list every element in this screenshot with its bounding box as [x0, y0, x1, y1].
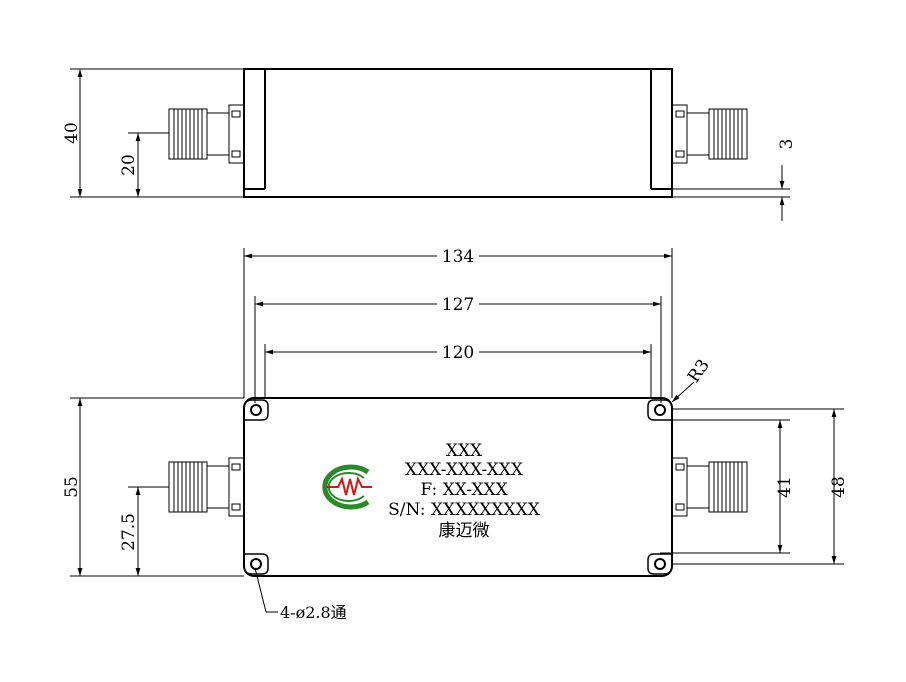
dim-corner-radius-label: R3	[684, 356, 714, 387]
side-view-body	[243, 68, 673, 198]
dim-hole-spacing-short	[660, 419, 790, 554]
dim-height-bottom	[70, 397, 244, 577]
label-line-1: XXX	[446, 441, 483, 461]
mounting-hole-top-left	[243, 399, 269, 421]
dim-height-bottom-label: 55	[62, 476, 82, 498]
dim-flange-thickness	[672, 165, 790, 221]
mounting-hole-top-right	[647, 399, 673, 421]
right-connector-side	[671, 104, 748, 164]
hole-note-label: 4-ø2.8通	[280, 603, 347, 622]
right-connector-plan	[671, 457, 748, 517]
dim-connector-top	[128, 132, 169, 197]
side-view	[70, 68, 790, 221]
dim-connector-bottom	[128, 486, 169, 576]
dim-height-top-label: 40	[62, 122, 82, 144]
mounting-hole-bottom-left	[243, 553, 269, 575]
label-line-2: XXX-XXX-XXX	[405, 460, 524, 480]
label-line-5: 康迈微	[439, 521, 490, 541]
label-line-4: S/N: XXXXXXXXX	[388, 500, 541, 520]
dim-height-top	[70, 68, 244, 198]
product-label: XXX XXX-XXX-XXX F: XX-XXX S/N: XXXXXXXXX…	[388, 441, 541, 541]
dim-overall-length	[243, 248, 673, 398]
dim-corner-radius	[671, 381, 695, 403]
label-line-3: F: XX-XXX	[420, 480, 508, 500]
dim-flange-thickness-label: 3	[777, 139, 797, 150]
dim-body-width	[672, 408, 844, 565]
dim-hole-spacing-inner-label: 120	[442, 343, 474, 363]
dim-overall-length-label: 134	[442, 247, 474, 267]
dim-hole-spacing-short-label: 41	[775, 476, 795, 498]
mounting-hole-bottom-right	[647, 553, 673, 575]
hole-note-leader	[254, 567, 278, 613]
left-connector-side	[168, 104, 245, 164]
company-logo: MW	[322, 464, 372, 510]
left-connector-plan	[168, 457, 245, 517]
dim-connector-top-label: 20	[119, 154, 139, 176]
dim-body-width-label: 48	[829, 476, 849, 498]
dim-hole-spacing-long-label: 127	[442, 295, 474, 315]
dim-connector-bottom-label: 27.5	[119, 513, 139, 551]
